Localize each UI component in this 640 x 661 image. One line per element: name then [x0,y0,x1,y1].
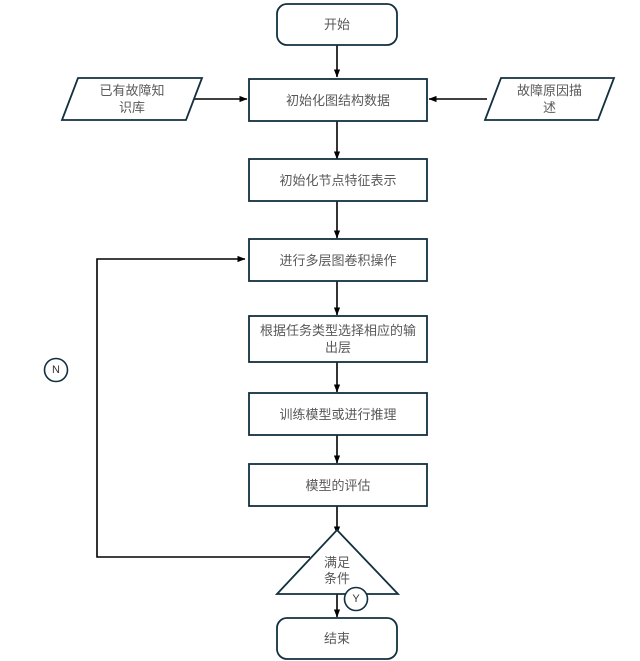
node-shapes [60,3,616,660]
yes-label-circle [343,586,369,612]
node-decision-shape[interactable] [274,528,401,595]
no-label-circle [43,357,69,383]
node-evaluate-shape[interactable] [248,463,428,507]
node-kb-shape[interactable] [60,77,204,121]
node-init-graph-shape[interactable] [248,78,428,122]
edge-decision-no-loopback [96,255,310,558]
connectors [96,45,487,618]
edge-label-no: N [52,363,60,376]
node-end-shape[interactable] [276,617,398,660]
node-start-shape[interactable] [276,3,398,46]
node-gcn-shape[interactable] [248,238,428,282]
node-output-layer-shape[interactable] [248,315,428,363]
node-train-shape[interactable] [248,392,428,436]
node-init-feat-shape[interactable] [248,158,428,202]
node-fault-desc-shape[interactable] [483,77,616,121]
edge-label-circles [43,357,369,612]
edge-label-yes: Y [352,592,360,605]
